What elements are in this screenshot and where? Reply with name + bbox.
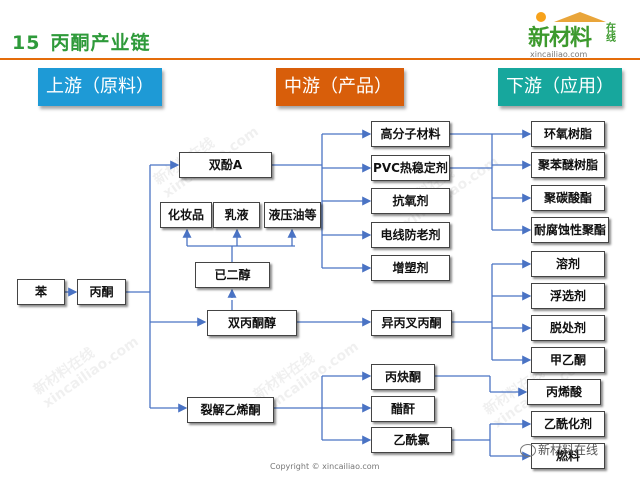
node-diacetone-alcohol: 双丙酮醇 (207, 310, 297, 336)
node-bpa: 双酚A (179, 152, 272, 178)
node-wire-antiaging: 电线防老剂 (371, 222, 450, 248)
copyright-text: Copyright © xincailiao.com (270, 462, 380, 471)
node-acetylating-agent: 乙酰化剂 (531, 411, 605, 437)
node-benzene: 苯 (17, 279, 65, 305)
midstream-header: 中游（产品） (276, 68, 404, 106)
node-hexanediol: 已二醇 (195, 262, 270, 288)
node-polycarbonate: 聚碳酸酯 (531, 185, 605, 211)
wechat-icon (520, 444, 536, 457)
node-propargyl-ketone: 丙炔酮 (371, 364, 435, 390)
node-emulsion: 乳液 (213, 202, 260, 228)
upstream-header: 上游（原料） (38, 68, 162, 106)
node-ppo-resin: 聚苯醚树脂 (531, 152, 605, 178)
node-flotation-agent: 浮选剂 (531, 283, 605, 309)
node-corrosion-resistant-resin: 耐腐蚀性聚酯 (531, 217, 609, 243)
node-acetone: 丙酮 (77, 279, 126, 305)
roof-icon (554, 12, 606, 22)
title-number: 15 (12, 32, 41, 54)
title-text: 丙酮产业链 (50, 32, 151, 54)
wechat-watermark: 新材料在线 (520, 441, 598, 458)
wechat-label: 新材料在线 (538, 443, 599, 457)
node-plasticizer: 增塑剂 (371, 255, 450, 281)
node-epoxy-resin: 环氧树脂 (531, 121, 605, 147)
page-title: 15 丙酮产业链 (12, 28, 150, 55)
node-acetyl-chloride: 乙酰氯 (371, 427, 452, 453)
brand-logo: 新材料 在线 xincailiao.com (528, 12, 628, 59)
leaf-icon (536, 12, 546, 22)
logo-url: xincailiao.com (530, 50, 588, 59)
node-propenoic-acid: 丙烯酸 (527, 379, 601, 405)
node-deodorant: 脱处剂 (531, 315, 605, 341)
logo-suffix: 在线 (606, 23, 616, 44)
node-isophorone: 异丙叉丙酮 (371, 310, 452, 336)
title-divider (0, 58, 640, 60)
node-pvc-stabilizer: PVC热稳定剂 (371, 155, 450, 181)
logo-brand: 新材料 (528, 26, 592, 51)
downstream-header: 下游（应用） (498, 68, 622, 106)
node-solvent: 溶剂 (531, 251, 605, 277)
node-hydraulic-oil: 液压油等 (264, 202, 321, 228)
node-cosmetics: 化妆品 (160, 202, 212, 228)
node-antioxidant: 抗氧剂 (371, 188, 450, 214)
node-ketene: 裂解乙烯酮 (187, 397, 274, 423)
node-mibk: 甲乙酮 (531, 347, 605, 373)
node-polymer-materials: 高分子材料 (371, 121, 450, 147)
node-acetic-anhydride: 醋酐 (371, 396, 435, 422)
